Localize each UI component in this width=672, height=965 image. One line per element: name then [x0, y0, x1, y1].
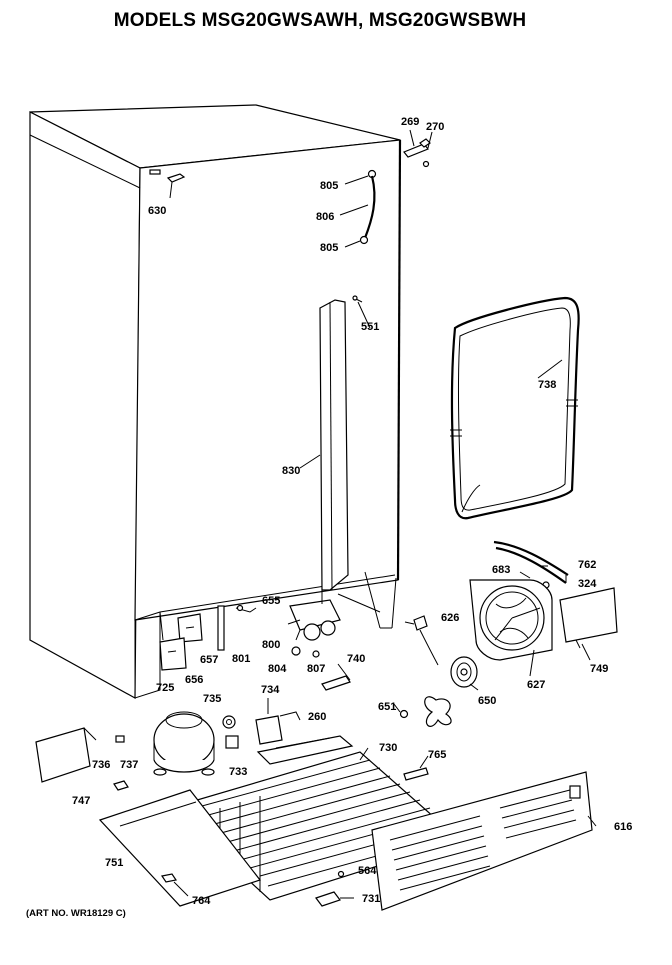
label-804: 804	[268, 663, 287, 675]
part-564-731-764	[161, 870, 345, 907]
label-830: 830	[282, 465, 300, 477]
label-564: 564	[358, 865, 377, 877]
label-733: 733	[229, 766, 247, 778]
leader-lines	[173, 301, 597, 899]
part-656-bracket	[159, 637, 187, 671]
label-736: 736	[92, 759, 110, 771]
label-650: 650	[478, 695, 496, 707]
part-751-base-pan	[98, 789, 261, 907]
part-740-clip	[321, 675, 351, 691]
label-807: 807	[307, 663, 325, 675]
label-762: 762	[578, 559, 596, 571]
callout-labels: 269 270 630 805 806 805 551 738 830 762 …	[72, 116, 632, 907]
part-627-fan-shroud	[469, 579, 553, 661]
label-270: 270	[426, 121, 444, 133]
part-630-clip	[149, 169, 186, 199]
label-731: 731	[362, 893, 380, 905]
label-725: 725	[156, 682, 174, 694]
label-751: 751	[105, 857, 123, 869]
label-805: 805	[320, 180, 338, 192]
label-324: 324	[578, 578, 597, 590]
part-735-grommet	[222, 715, 236, 729]
part-725-compressor	[153, 711, 215, 776]
part-800-valve	[289, 588, 341, 641]
part-650-fan-motor	[450, 656, 478, 688]
label-651: 651	[378, 701, 396, 713]
part-269-270	[403, 129, 433, 168]
art-number: (ART NO. WR18129 C)	[26, 908, 126, 919]
part-657-bracket	[177, 613, 203, 643]
part-616-grille	[371, 771, 593, 911]
diagram-title: MODELS MSG20GWSAWH, MSG20GWSBWH	[113, 10, 527, 31]
label-683: 683	[492, 564, 510, 576]
label-656: 656	[185, 674, 203, 686]
label-801: 801	[232, 653, 250, 665]
label-805: 805	[320, 242, 338, 254]
label-747: 747	[72, 795, 90, 807]
label-735: 735	[203, 693, 221, 705]
part-651-fan-blade	[399, 696, 452, 727]
part-749-cover	[559, 587, 618, 649]
label-655: 655	[262, 595, 280, 607]
label-627: 627	[527, 679, 545, 691]
label-749: 749	[590, 663, 608, 675]
part-806-tube	[339, 169, 377, 248]
part-762-tube	[493, 540, 569, 584]
label-269: 269	[401, 116, 419, 128]
part-804-807	[291, 646, 320, 658]
label-626: 626	[441, 612, 459, 624]
part-626-cord	[404, 615, 439, 666]
part-733-relay	[225, 735, 239, 749]
label-806: 806	[316, 211, 334, 223]
part-551-screw	[352, 295, 363, 303]
part-830-channel	[319, 299, 349, 591]
label-800: 800	[262, 639, 280, 651]
part-747-cover	[35, 727, 97, 783]
part-801-rod	[217, 605, 225, 651]
label-734: 734	[261, 684, 280, 696]
part-736-737	[113, 735, 129, 791]
label-740: 740	[347, 653, 365, 665]
label-730: 730	[379, 742, 397, 754]
label-738: 738	[538, 379, 556, 391]
part-655	[235, 604, 257, 613]
part-734-overload	[255, 711, 301, 745]
part-738-gasket	[450, 296, 580, 520]
label-737: 737	[120, 759, 138, 771]
label-765: 765	[428, 749, 446, 761]
label-657: 657	[200, 654, 218, 666]
label-616: 616	[614, 821, 632, 833]
part-260-tray	[256, 735, 354, 765]
label-551: 551	[361, 321, 379, 333]
label-630: 630	[148, 205, 166, 217]
part-765	[403, 767, 429, 781]
label-260: 260	[308, 711, 326, 723]
label-764: 764	[192, 895, 211, 907]
